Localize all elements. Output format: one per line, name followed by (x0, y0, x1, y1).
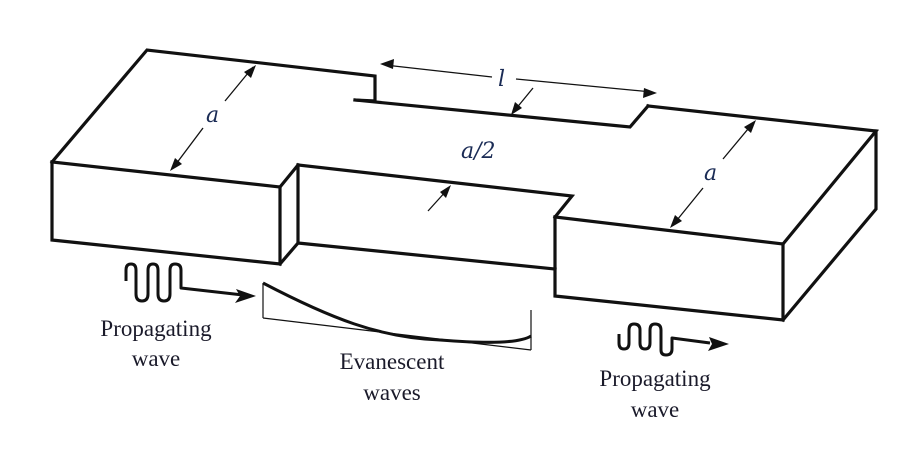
arrowhead-icon (643, 88, 657, 98)
right-top-back-edge (646, 104, 880, 247)
left-front-face (50, 160, 282, 266)
right-front-top-edge (553, 215, 785, 246)
right-width-label: a (704, 161, 717, 186)
arrowhead-icon (235, 289, 256, 303)
evanescent-label-line1: Evanescent (340, 349, 445, 374)
evanescent-label-line2: waves (363, 380, 421, 405)
narrow-front-face (296, 163, 557, 271)
arrowhead-icon (170, 158, 182, 171)
left-step-edge (277, 162, 301, 190)
narrow-waveguide-section (296, 98, 651, 271)
narrow-front-top-edge (296, 163, 576, 220)
arrowhead-icon (708, 337, 729, 351)
length-label: l (498, 67, 505, 92)
arrowhead-icon (380, 59, 394, 69)
right-width-dimension: a (670, 120, 756, 228)
arrowhead-icon (244, 65, 256, 78)
incident-wave-icon (124, 262, 256, 303)
narrow-width-label: a/2 (461, 139, 496, 164)
left-width-label: a (206, 103, 219, 128)
arrowhead-icon (670, 215, 682, 228)
arrowhead-icon (440, 185, 451, 198)
incident-wave-label-line1: Propagating (100, 316, 212, 341)
evanescent-decay-icon (262, 281, 532, 351)
transmitted-wave-icon (617, 322, 729, 357)
transmitted-wave-label-line1: Propagating (599, 366, 711, 391)
length-dimension: l (380, 59, 657, 98)
right-waveguide-section (553, 104, 880, 323)
left-front-top-edge (50, 160, 282, 189)
left-step-bottom (277, 240, 301, 267)
arrowhead-icon (744, 120, 756, 133)
right-side-face (780, 129, 878, 323)
left-waveguide-section (49, 48, 377, 267)
incident-wave-label-line2: wave (132, 346, 181, 371)
arrowhead-icon (511, 102, 522, 115)
transmitted-wave-label-line2: wave (631, 397, 680, 422)
narrow-width-dimension: a/2 (427, 87, 534, 212)
left-width-dimension: a (170, 65, 256, 171)
narrow-back-edge (353, 98, 651, 129)
right-front-face (553, 215, 785, 322)
